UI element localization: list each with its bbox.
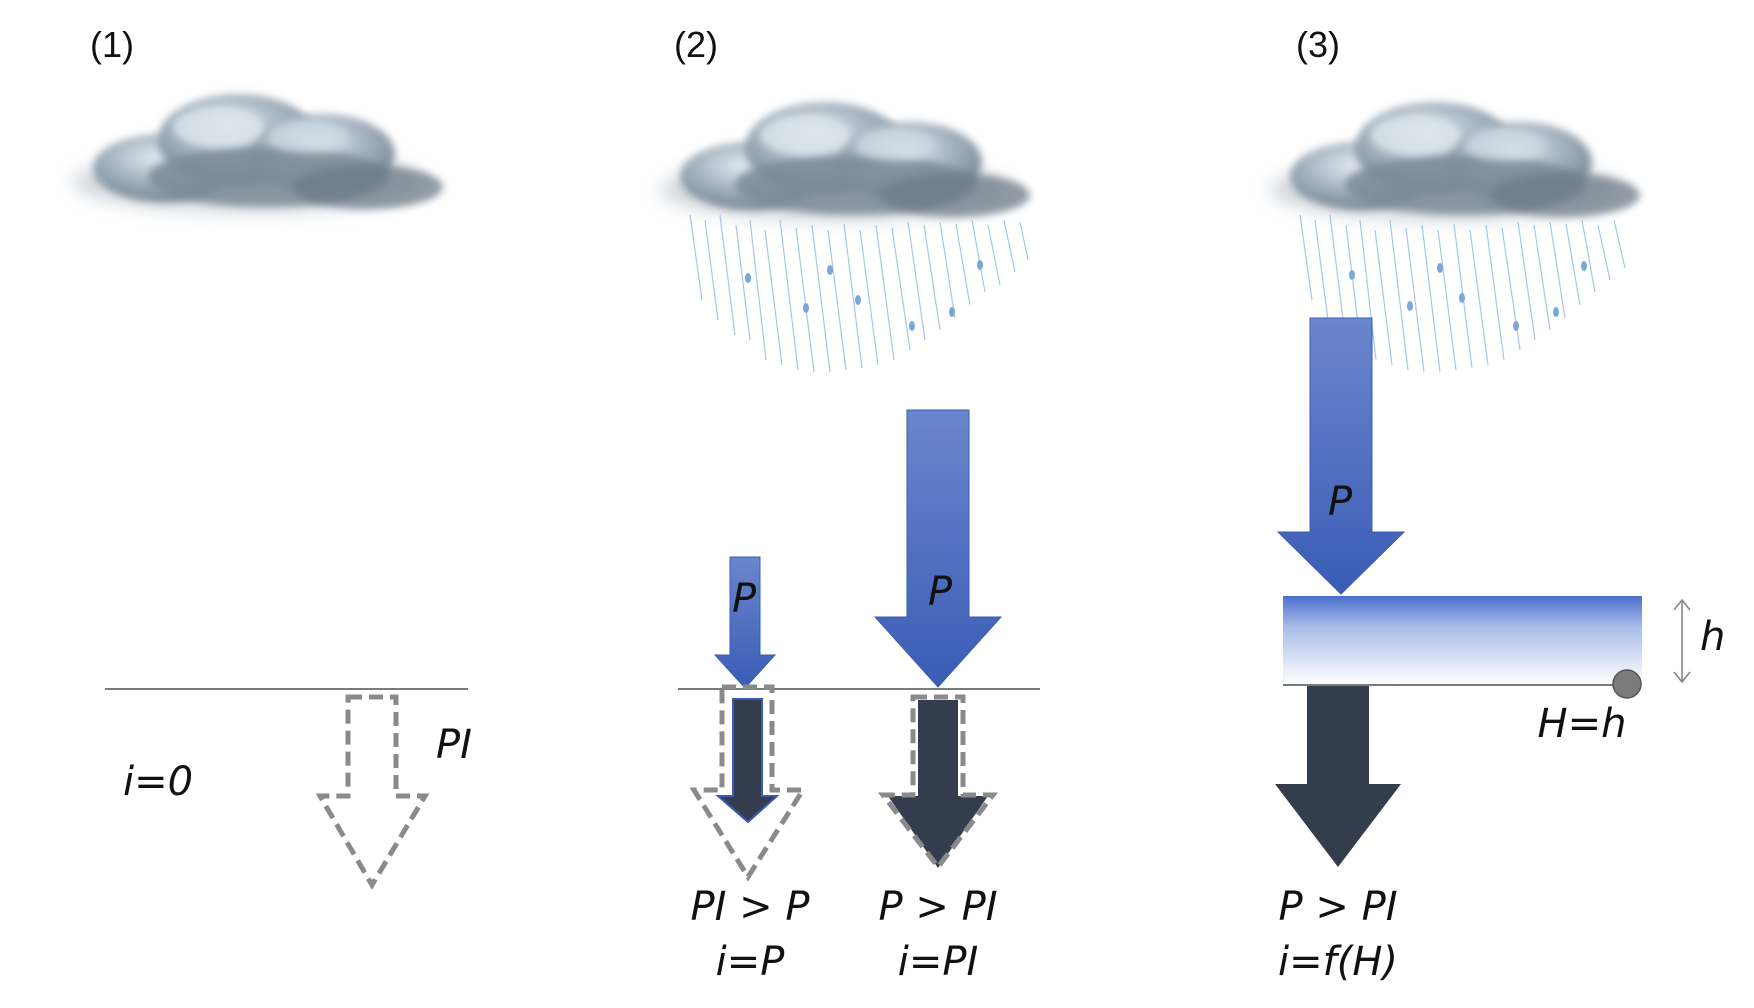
case-b: P P > PI i=PI <box>873 409 1003 985</box>
condition-label: PI > P <box>691 884 811 930</box>
precipitation-label: P <box>1328 479 1353 525</box>
panel-1: (1) PI i=0 <box>73 24 472 890</box>
precipitation-arrow <box>873 409 1003 688</box>
precipitation-arrow <box>713 556 777 689</box>
panel-1-label: (1) <box>90 24 134 65</box>
infiltration-arrow <box>715 698 780 824</box>
precipitation-arrow <box>1276 317 1406 595</box>
potential-infiltration-arrow <box>689 684 808 882</box>
panel-3-label: (3) <box>1296 24 1340 65</box>
precipitation-label: P <box>732 576 757 622</box>
precipitation-label: P <box>928 569 953 615</box>
case-a: P PI > P i=P <box>689 556 811 985</box>
head-label: H=h <box>1538 701 1627 747</box>
infiltration-result-label: i=0 <box>123 759 193 805</box>
rain-streaks <box>1299 214 1626 373</box>
panel-2-label: (2) <box>674 24 718 65</box>
infiltration-result-label: i=PI <box>898 939 979 985</box>
rain-drops <box>745 260 983 331</box>
infiltration-arrow <box>1275 686 1401 867</box>
rain-cloud-icon <box>660 102 1030 373</box>
infiltration-result-label: i=P <box>716 939 786 985</box>
cloud-icon <box>73 94 443 212</box>
infiltration-result-label: i=f(H) <box>1278 939 1398 985</box>
rain-streaks <box>689 214 1029 373</box>
condition-label: P > PI <box>879 884 998 930</box>
head-point <box>1612 669 1642 699</box>
depth-indicator <box>1673 598 1691 684</box>
potential-infiltration-arrow <box>315 694 430 890</box>
potential-infiltration-arrow <box>877 694 999 872</box>
rain-drops <box>1349 261 1587 331</box>
ponding-depth-label: h <box>1700 614 1725 660</box>
infiltration-arrow <box>888 700 988 868</box>
ponding-layer <box>1283 596 1642 685</box>
potential-infiltration-label: PI <box>436 722 472 768</box>
panel-3: (3) <box>1270 24 1725 985</box>
panel-2: (2) <box>660 24 1040 985</box>
rain-cloud-icon <box>1270 102 1640 373</box>
condition-label: P > PI <box>1279 884 1398 930</box>
